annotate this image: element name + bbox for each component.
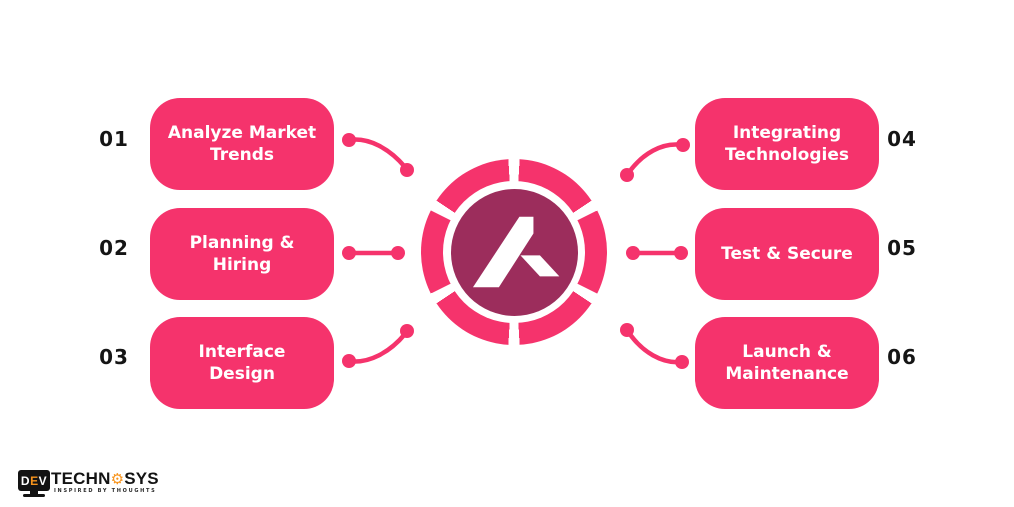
brand-name-left: TECHN: [51, 469, 111, 488]
brand-name-right: SYS: [124, 469, 159, 488]
connector-step-2: [342, 246, 405, 260]
step-box-planning-hiring: Planning & Hiring: [150, 208, 334, 300]
step-number-03: 03: [99, 345, 129, 369]
step-box-interface-design: Interface Design: [150, 317, 334, 409]
connector-step-5: [626, 246, 688, 260]
monitor-base: [23, 494, 45, 497]
monitor-letter-v: V: [38, 473, 48, 488]
monitor-letter-e: E: [30, 473, 39, 488]
step-label: Test & Secure: [721, 243, 853, 264]
brand-tagline: INSPIRED BY THOUGHTS: [54, 488, 157, 494]
step-box-test-secure: Test & Secure: [695, 208, 879, 300]
step-label: Launch & Maintenance: [725, 341, 849, 384]
step-label: Integrating Technologies: [725, 122, 849, 165]
step-number-06: 06: [887, 345, 917, 369]
monitor-stand: [30, 491, 38, 494]
step-box-integrating-technologies: Integrating Technologies: [695, 98, 879, 190]
step-label: Analyze Market Trends: [167, 122, 317, 165]
step-label: Planning & Hiring: [189, 232, 295, 275]
gear-icon: ⚙: [110, 470, 125, 488]
center-logo-circle: [450, 188, 578, 316]
step-box-launch-maintenance: Launch & Maintenance: [695, 317, 879, 409]
center-rosette: [421, 159, 607, 345]
monitor-letter-d: D: [20, 473, 31, 488]
step-label: Interface Design: [198, 341, 286, 384]
step-number-05: 05: [887, 236, 917, 260]
brand-name: TECHN⚙SYS: [51, 469, 159, 489]
connector-step-6: [620, 323, 689, 369]
avada-a-logo-icon: [472, 216, 560, 288]
connector-step-1: [342, 133, 414, 177]
step-box-analyze-market-trends: Analyze Market Trends: [150, 98, 334, 190]
connector-step-3: [342, 324, 414, 368]
connector-step-4: [620, 138, 690, 182]
step-number-02: 02: [99, 236, 129, 260]
step-number-04: 04: [887, 127, 917, 151]
step-number-01: 01: [99, 127, 129, 151]
